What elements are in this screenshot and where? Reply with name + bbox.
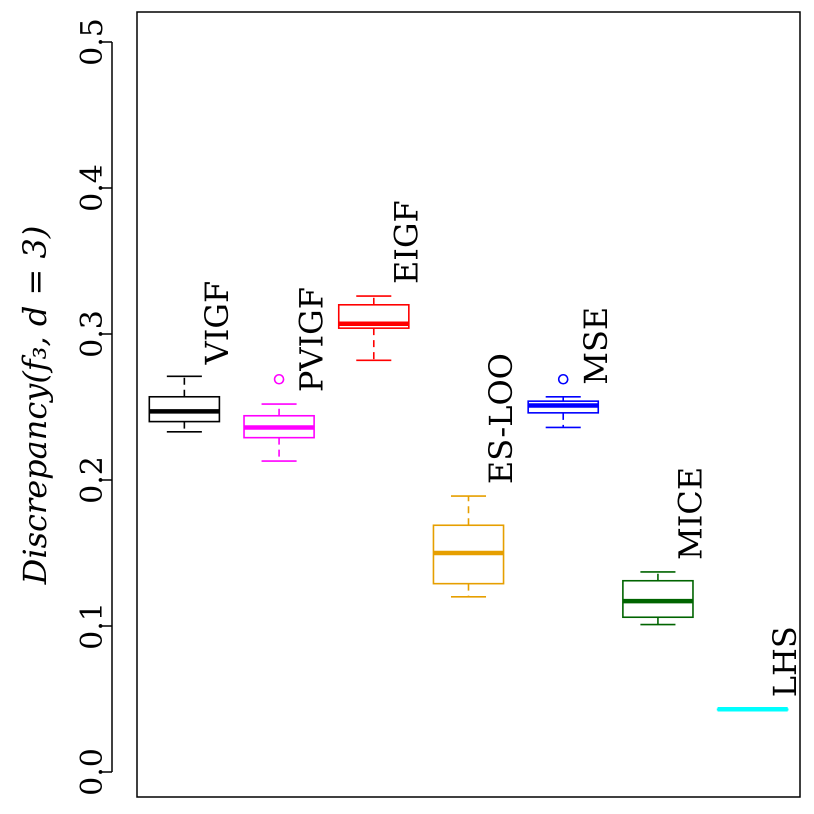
box-group: VIGF [148,281,236,433]
box-label: MSE [577,307,615,385]
box-label: ES-LOO [482,353,520,484]
outlier-point [557,373,569,385]
y-axis-label: Discrepancy(f₃, d = 3) [16,226,54,586]
box-label: EIGF [387,200,425,284]
box-group: MSE [527,307,615,429]
y-tick-label: 0.5 [75,18,110,66]
y-tick-label: 0.1 [75,602,110,650]
y-tick-label: 0.4 [75,164,110,212]
y-tick-label: 0.2 [75,456,110,504]
box-group: LHS [716,626,804,712]
box-label: VIGF [198,281,236,366]
y-axis-ticks: 0.0 0.1 0.2 0.3 0.4 0.5 [75,18,112,796]
box-group: ES-LOO [432,353,520,598]
y-tick-label: 0.0 [75,748,110,796]
plot-frame [136,11,801,798]
box-label: MICE [671,467,709,560]
box-group: MICE [622,467,709,626]
box-label: PVIGF [293,287,331,392]
boxes: VIGF PVIGF EIGF ES-LOO MSE MICE LHS [148,200,804,712]
box-label: LHS [766,626,804,697]
outlier-point [273,373,285,385]
y-tick-label: 0.3 [75,310,110,358]
box-group: EIGF [337,200,425,362]
box-group: PVIGF [243,287,331,462]
